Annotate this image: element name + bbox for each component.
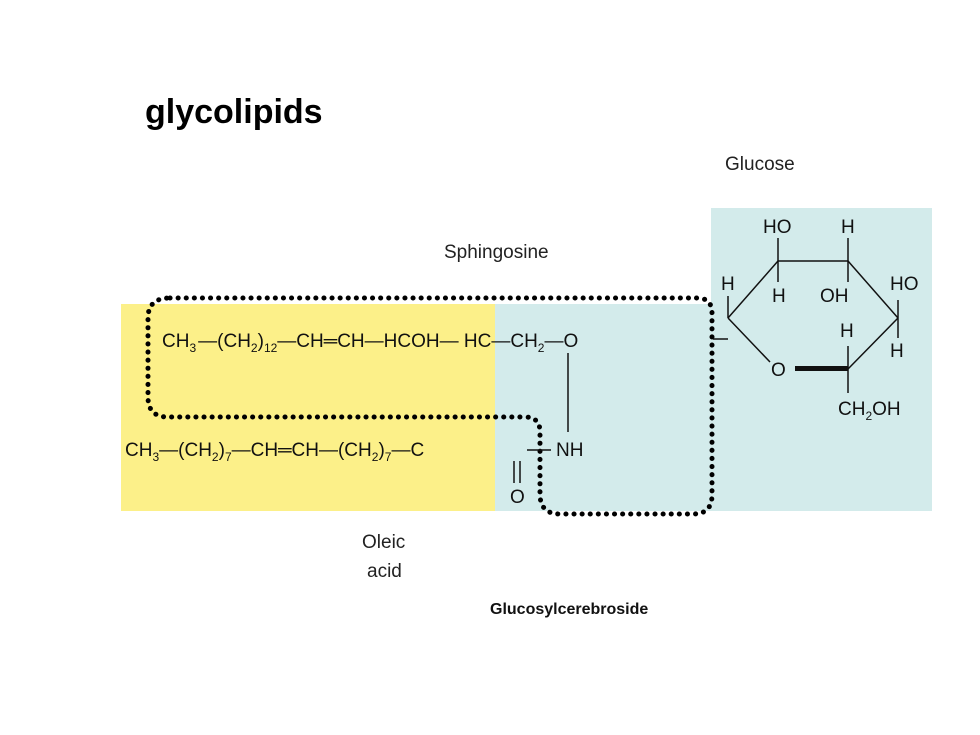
- glucose-h-c2: H: [890, 341, 904, 362]
- glucose-ring: [713, 238, 899, 393]
- glucose-region: [711, 208, 932, 511]
- hydrophobic-region: [121, 304, 495, 511]
- glucose-ho-top: HO: [763, 217, 792, 238]
- molecule-name: Glucosylcerebroside: [490, 601, 648, 618]
- carbonyl-oxygen: O: [510, 487, 525, 508]
- glucose-h-top: H: [841, 217, 855, 238]
- amide-nh: NH: [556, 440, 583, 461]
- sphingosine-formula: CH3—(CH2)12—CH═CH—HCOH— HC—CH2—O: [162, 331, 578, 355]
- sphingosine-dotted-outline: [145, 295, 715, 517]
- glucose-h-c1: H: [721, 274, 735, 295]
- slide-title: glycolipids: [145, 93, 323, 131]
- oleic-acid-formula: CH3—(CH2)7—CH═CH—(CH2)7—C: [125, 440, 424, 464]
- glucose-label: Glucose: [725, 154, 795, 175]
- glucose-oh-c3: OH: [820, 286, 849, 307]
- hydrophilic-region: [495, 304, 713, 511]
- glucose-ho-c2: HO: [890, 274, 919, 295]
- ring-bold-edge: [795, 366, 848, 371]
- glucose-h-c4: H: [772, 286, 786, 307]
- oleic-acid-label-line1: Oleic: [362, 532, 405, 553]
- glucose-h-c3b: H: [840, 321, 854, 342]
- glucose-ring-oxygen: O: [771, 360, 786, 381]
- glucose-ch2oh: CH2OH: [838, 399, 901, 423]
- oleic-acid-label-line2: acid: [367, 561, 402, 582]
- sphingosine-label: Sphingosine: [444, 242, 549, 263]
